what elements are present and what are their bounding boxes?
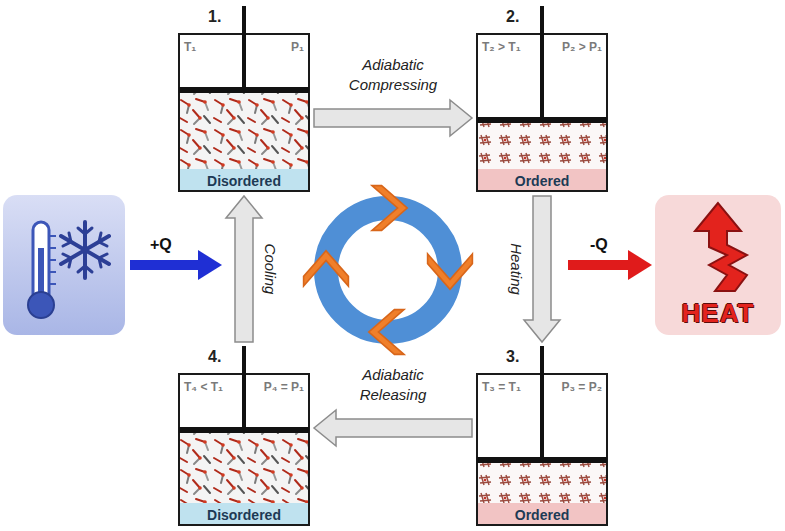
piston-plate [477, 117, 607, 123]
cylinder-drawing [476, 6, 608, 192]
piston-plate [179, 427, 309, 433]
phase-band-label: Ordered [476, 507, 608, 523]
piston-cylinder: 4. T₄ < T₁ P₄ = P₁ Disordered [178, 346, 310, 526]
temperature-label: T₃ = T₁ [482, 380, 521, 394]
step-number: 3. [506, 348, 519, 366]
heat-panel [655, 195, 781, 335]
piston-rod [540, 6, 544, 120]
process-label: Adiabatic Releasing [333, 365, 453, 404]
cycle-ring [304, 186, 473, 355]
heat-word: HEAT [655, 298, 781, 329]
temperature-label: T₄ < T₁ [184, 380, 223, 394]
phase-band-label: Disordered [178, 173, 310, 189]
heat-out-arrow [568, 250, 652, 280]
piston-plate [477, 457, 607, 463]
heat-reservoir: HEAT [655, 195, 781, 335]
heat-in-arrow [130, 250, 222, 280]
heat-flow-label: -Q [590, 236, 608, 254]
phase-band [477, 503, 607, 525]
temperature-label: T₁ [184, 40, 196, 54]
piston-cylinder: 3. T₃ = T₁ P₃ = P₂ Ordered [476, 346, 608, 526]
pressure-label: P₃ = P₂ [561, 380, 602, 394]
piston-rod [242, 6, 246, 90]
piston-cylinder: 1. T₁ P₁ Disordered [178, 6, 310, 192]
cylinder-drawing [178, 6, 310, 192]
phase-band-label: Disordered [178, 507, 310, 523]
process-label: Adiabatic Compressing [333, 55, 453, 94]
step-number: 4. [208, 348, 221, 366]
temperature-label: T₂ > T₁ [482, 40, 521, 54]
step-number: 2. [506, 8, 519, 26]
phase-band [179, 503, 309, 525]
piston-rod [242, 346, 246, 430]
piston-rod [540, 346, 544, 460]
pressure-label: P₄ = P₁ [264, 380, 304, 394]
heat-arrow-icon [695, 203, 747, 291]
molecule-fill [477, 463, 607, 503]
process-arrow [314, 100, 472, 136]
pressure-label: P₂ > P₁ [562, 40, 602, 54]
phase-band-label: Ordered [476, 173, 608, 189]
process-arrow [314, 410, 472, 446]
process-label: Heating [506, 243, 526, 295]
molecule-fill [477, 123, 607, 169]
phase-band [179, 169, 309, 191]
molecule-fill [179, 433, 309, 503]
pressure-label: P₁ [291, 40, 304, 54]
piston-cylinder: 2. T₂ > T₁ P₂ > P₁ Ordered [476, 6, 608, 192]
cold-reservoir [3, 195, 125, 335]
piston-plate [179, 87, 309, 93]
process-arrow [226, 196, 262, 342]
cylinder-drawing [178, 346, 310, 526]
step-number: 1. [208, 8, 221, 26]
process-label: Cooling [260, 244, 280, 295]
process-arrow [524, 196, 560, 342]
molecule-fill [179, 93, 309, 169]
heat-flow-label: +Q [150, 236, 172, 254]
cylinder-drawing [476, 346, 608, 526]
phase-band [477, 169, 607, 191]
